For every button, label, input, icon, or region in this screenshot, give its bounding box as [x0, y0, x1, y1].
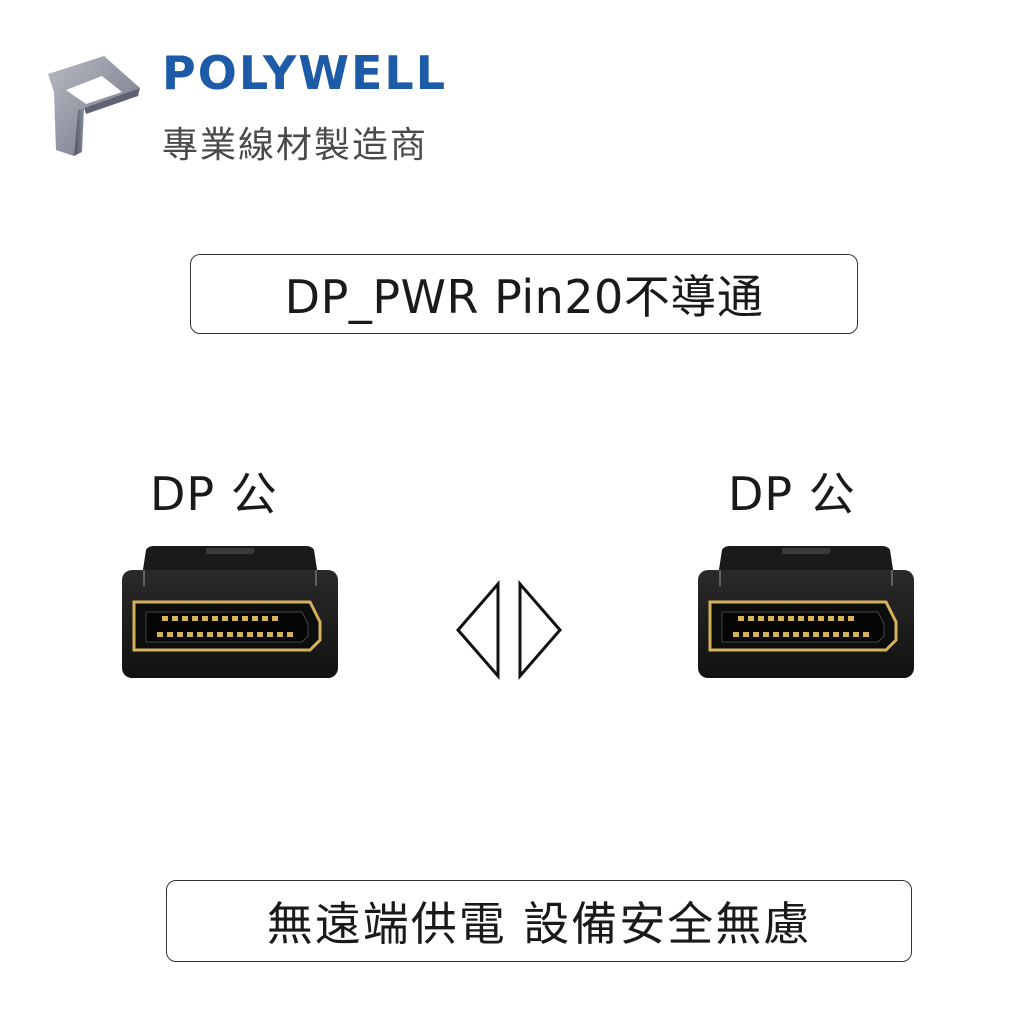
bidirectional-arrow-icon — [456, 580, 562, 680]
safety-notice-text: 無遠端供電 設備安全無慮 — [266, 897, 812, 951]
displayport-male-connector-icon — [122, 546, 338, 678]
polywell-logo-icon — [48, 56, 140, 156]
left-connector-label: DP 公 — [150, 467, 278, 521]
right-connector-label: DP 公 — [728, 467, 856, 521]
pin20-notice-box: DP_PWR Pin20不導通 — [190, 254, 858, 334]
brand-tagline: 專業線材製造商 — [162, 125, 429, 166]
brand-name: POLYWELL — [162, 46, 448, 100]
pin20-notice-text: DP_PWR Pin20不導通 — [284, 270, 764, 324]
displayport-male-connector-icon — [698, 546, 914, 678]
safety-notice-box: 無遠端供電 設備安全無慮 — [166, 880, 912, 962]
